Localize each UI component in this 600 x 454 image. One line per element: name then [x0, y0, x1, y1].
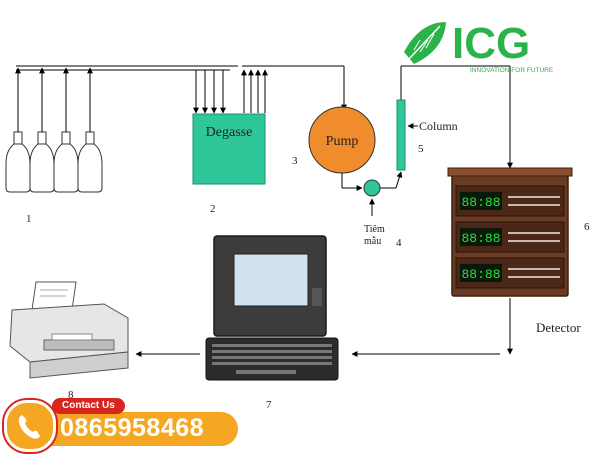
phone-icon[interactable] [4, 400, 56, 452]
solvent-bottle-1 [5, 131, 31, 193]
degasser-label: Degasse [206, 125, 253, 140]
contact-pill[interactable] [22, 412, 238, 446]
printer [9, 281, 129, 379]
contact-label: Contact Us [52, 398, 125, 414]
number-3: 3 [292, 155, 298, 167]
detector-unit-2: 88:88 [455, 221, 565, 253]
detector-unit-3: 88:88 [455, 257, 565, 289]
injector: Tiêm mẫu [363, 179, 385, 247]
computer [205, 235, 339, 381]
detector-readout-2: 88:88 [461, 231, 500, 246]
flow-lines [135, 65, 513, 357]
solvent-bottle-2 [29, 131, 55, 193]
column-label: Column [419, 119, 458, 133]
detector-unit-1: 88:88 [455, 185, 565, 217]
number-7: 7 [266, 399, 272, 411]
injector-label-line1: Tiêm [364, 224, 385, 235]
bottle-tubes [15, 65, 347, 132]
solvent-bottle-4 [77, 131, 103, 193]
pump: Pump [308, 106, 376, 174]
number-1: 1 [26, 213, 32, 225]
solvent-bottles [5, 131, 103, 193]
column: Column [396, 99, 458, 171]
number-2: 2 [210, 203, 216, 215]
icg-logo: ICG INNOVATION FOR FUTURE [404, 19, 554, 74]
logo-tagline: INNOVATION FOR FUTURE [470, 67, 554, 74]
number-8: 8 [68, 389, 74, 401]
detector-readout-3: 88:88 [461, 267, 500, 282]
solvent-bottle-3 [53, 131, 79, 193]
component-numbers: 1 2 3 4 5 6 7 8 [26, 143, 590, 411]
injector-label-line2: mẫu [364, 236, 381, 247]
detector-readout-1: 88:88 [461, 195, 500, 210]
contact-badge[interactable]: Contact Us 0865958468 [4, 396, 240, 452]
leaf-icon [404, 22, 446, 64]
degasser: Degasse [192, 113, 266, 185]
number-4: 4 [396, 237, 402, 249]
number-5: 5 [418, 143, 424, 155]
contact-phone-number[interactable]: 0865958468 [60, 414, 205, 442]
detector: 88:88 88:88 88:88 Detector [447, 167, 581, 335]
computer-screen [233, 253, 309, 307]
number-6: 6 [584, 221, 590, 233]
logo-letters: ICG [452, 19, 530, 68]
detector-label: Detector [536, 320, 581, 335]
pump-label: Pump [326, 134, 359, 149]
